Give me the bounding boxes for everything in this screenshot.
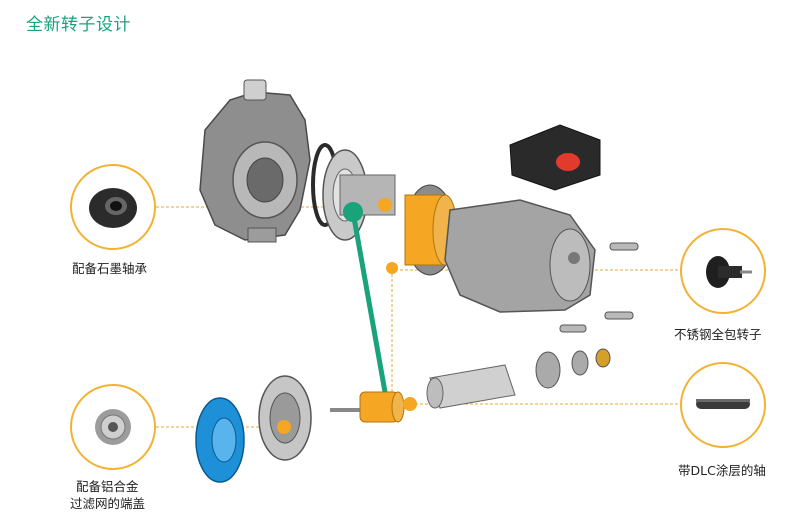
end-cap [258, 375, 312, 461]
page-title: 全新转子设计 [26, 15, 131, 35]
motor-body [444, 199, 596, 313]
callout-aluminum-cap [70, 384, 156, 470]
bearing-plate [322, 149, 396, 241]
aluminum-filter-icon [95, 409, 131, 445]
stainless-rotor-icon [706, 256, 752, 288]
rotor-shaft [330, 391, 405, 423]
terminal-box [509, 124, 601, 191]
callout-graphite-bearing [70, 164, 156, 250]
label-aluminum-cap-line1: 配备铝合金 [76, 479, 139, 494]
small-parts [535, 348, 611, 389]
dlc-shaft-icon [696, 399, 750, 409]
screws [559, 242, 639, 333]
label-dlc-shaft: 带DLC涂层的轴 [678, 463, 766, 478]
label-aluminum-cap-line2: 过滤网的端盖 [70, 496, 146, 511]
pump-housing [199, 79, 311, 243]
label-graphite-bearing: 配备石墨轴承 [72, 261, 148, 276]
impeller [195, 397, 245, 483]
callout-dlc-shaft [680, 362, 766, 448]
label-stainless-rotor: 不锈钢全包转子 [674, 327, 762, 342]
graphite-bearing-icon [89, 188, 137, 228]
rotor-can [426, 364, 516, 409]
rotor-link-line [350, 211, 388, 393]
callout-stainless-rotor [680, 228, 766, 314]
highlight-dots [277, 198, 417, 434]
